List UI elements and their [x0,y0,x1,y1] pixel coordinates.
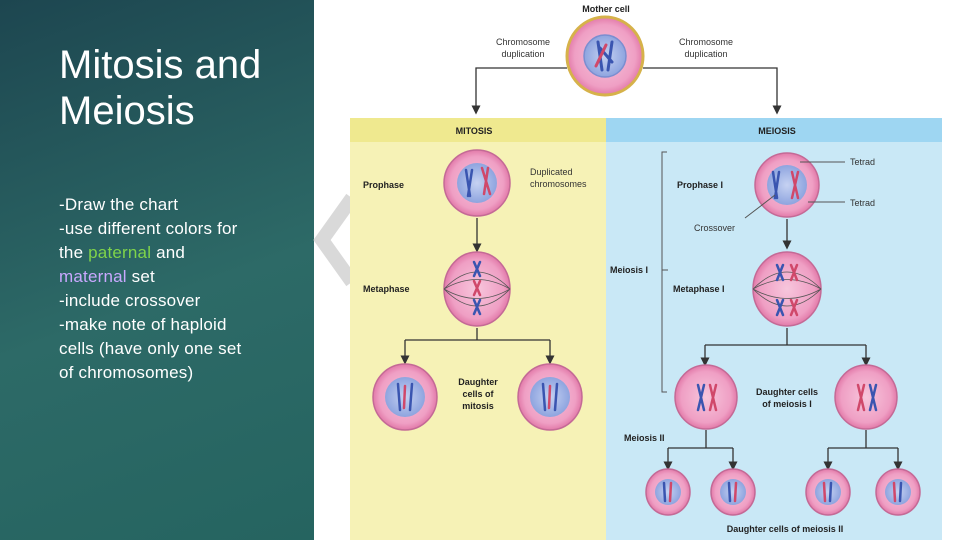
daughter-meiosis-ii-label: Daughter cells of meiosis II [727,524,844,534]
title-panel [0,0,314,540]
instruction-line: maternal set [59,265,309,289]
duplication-right-2: duplication [684,49,727,59]
mitosis-daughter-cell-right [517,363,583,431]
meiosis-header: MEIOSIS [758,126,796,136]
meiosis-ii-daughter-4 [875,468,921,516]
prophase-i-cell [754,152,820,218]
prophase-label: Prophase [363,180,404,190]
instruction-line: the paternal and [59,241,309,265]
mitosis-daughter-cell-left [372,363,438,431]
arrow-meiosis-ii-right [828,430,898,449]
mother-cell [565,15,645,97]
daughter-meiosis-i-label-1: Daughter cells [756,387,818,397]
split-arrow-left [471,67,567,115]
arrow-meiosis-ii-left [668,430,733,449]
chevron-decoration [313,193,358,287]
meiosis-ii-daughter-1 [645,468,691,516]
meiosis-i-bracket [661,151,668,393]
instruction-line: -include crossover [59,291,201,310]
duplication-left-1: Chromosome [496,37,550,47]
duplicated-label-2: chromosomes [530,179,587,189]
instruction-line: -use different colors for [59,219,238,238]
duplication-right-1: Chromosome [679,37,733,47]
mother-cell-label: Mother cell [582,4,630,14]
instruction-line: -make note of haploid [59,315,227,334]
metaphase-label: Metaphase [363,284,410,294]
arrow-metaphase-daughters [405,328,550,341]
slide-title-line-1: Mitosis and [59,43,262,87]
mitosis-header-bar [350,118,606,142]
duplicated-label-1: Duplicated [530,167,573,177]
mitosis-header: MITOSIS [456,126,493,136]
duplication-left-2: duplication [501,49,544,59]
paternal-word: paternal [88,243,152,262]
crossover-pointer [744,194,776,219]
slide-title-line-2: Meiosis [59,89,195,133]
tetrad-label-1: Tetrad [850,157,875,167]
tetrad-label-2: Tetrad [850,198,875,208]
text-fragment: and [151,243,186,262]
crossover-label: Crossover [694,223,735,233]
instruction-line: -Draw the chart [59,195,179,214]
instructions: -Draw the chart -use different colors fo… [59,193,309,385]
prophase-i-label: Prophase I [677,180,723,190]
instruction-line: cells (have only one set [59,339,242,358]
text-fragment: the [59,243,89,262]
maternal-word: maternal [59,267,127,286]
prophase-cell [443,149,511,217]
meiosis-ii-label: Meiosis II [624,433,665,443]
meiosis-ii-daughter-3 [805,468,851,516]
metaphase-i-cell [752,251,822,327]
meiosis-i-daughter-left [674,364,738,430]
meiosis-header-bar [606,118,942,142]
meiosis-i-daughter-right [834,364,898,430]
metaphase-cell [443,251,511,327]
text-fragment: set [126,267,155,286]
daughter-meiosis-i-label-2: of meiosis I [762,399,812,409]
daughter-mitosis-label-1: Daughter [458,377,498,387]
arrow-metaphase-i-daughters [705,328,866,346]
instruction-line: of chromosomes) [59,363,194,382]
split-arrow-right [643,67,782,115]
meiosis-ii-daughter-2 [710,468,756,516]
slide-title: Mitosis and Meiosis [59,42,309,134]
daughter-mitosis-label-3: mitosis [462,401,494,411]
meiosis-i-label: Meiosis I [610,265,648,275]
metaphase-i-label: Metaphase I [673,284,725,294]
daughter-mitosis-label-2: cells of [462,389,494,399]
